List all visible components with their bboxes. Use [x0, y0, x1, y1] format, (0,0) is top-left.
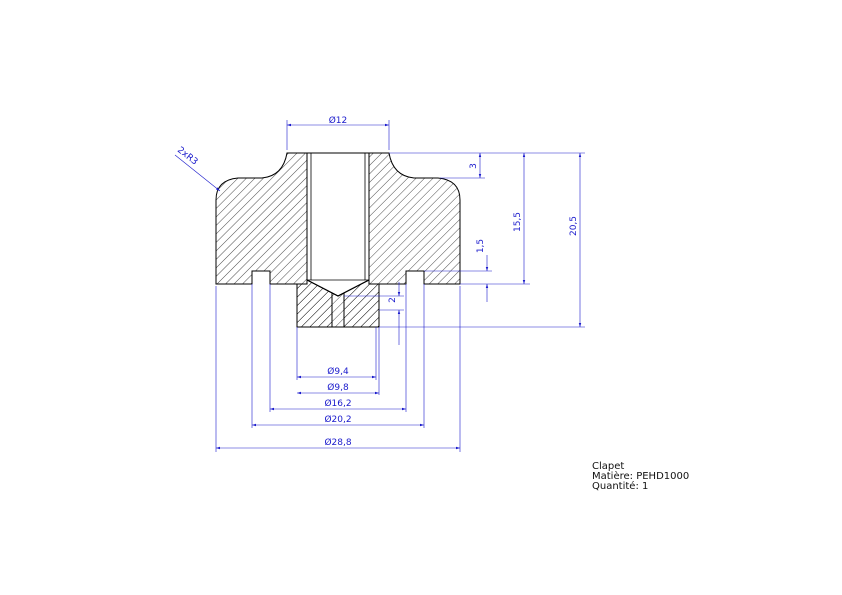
dim-radius-label: 2xR3 — [175, 145, 199, 167]
dim-d16-2-label: Ø16,2 — [324, 398, 351, 409]
dim-h2-label: 2 — [388, 297, 398, 303]
core-bottom — [296, 279, 380, 328]
part-quantity: Quantité: 1 — [592, 481, 649, 492]
dim-d12-label: Ø12 — [329, 115, 348, 126]
dimension-lines — [174, 120, 585, 452]
dim-h3-label: 3 — [469, 163, 479, 169]
bore — [306, 152, 370, 297]
dim-d28-8-label: Ø28,8 — [324, 437, 351, 448]
part-section — [215, 152, 461, 328]
dim-d20-2-label: Ø20,2 — [324, 414, 351, 425]
dim-d9-4-label: Ø9,4 — [327, 366, 349, 377]
dim-h1-5-label: 1,5 — [476, 239, 486, 253]
dim-h15-5-label: 15,5 — [513, 212, 523, 232]
part-note: Clapet Matière: PEHD1000 Quantité: 1 — [592, 462, 689, 492]
dim-d9-8-label: Ø9,8 — [327, 382, 349, 393]
dim-h20-5-label: 20,5 — [569, 216, 579, 236]
part-name: Clapet — [592, 461, 625, 472]
part-material: Matière: PEHD1000 — [592, 471, 690, 482]
